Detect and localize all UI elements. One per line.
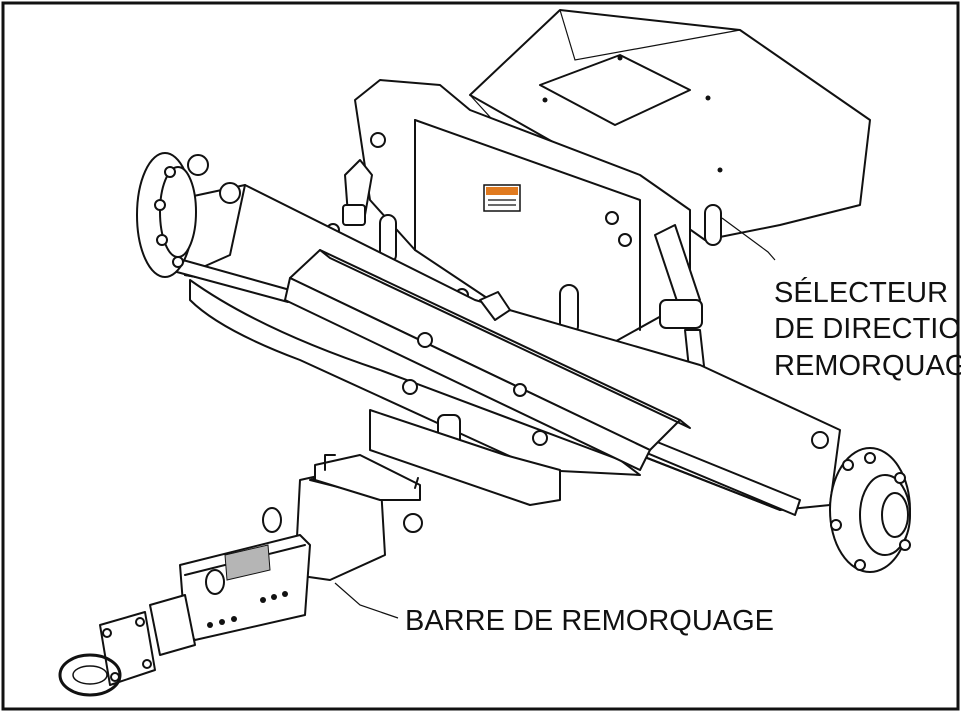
tow-bar — [58, 409, 561, 697]
chassis-plate — [469, 9, 871, 241]
selector-label-line3: REMORQUAGE — [774, 350, 961, 382]
warning-decal-header — [486, 187, 518, 195]
tow-ring — [58, 653, 122, 697]
right-wheel-hub — [811, 431, 911, 573]
towbar-decal — [224, 544, 271, 581]
towbar-label: BARRE DE REMORQUAGE — [405, 605, 774, 637]
selector-label-line2: DE DIRECTION/ — [774, 313, 961, 345]
selector-leader-line — [721, 217, 776, 261]
selector-housing — [326, 79, 722, 393]
selector-label-line1: SÉLECTEUR — [774, 276, 948, 309]
tow-bar-bridge — [284, 249, 691, 471]
towbar-leader-line — [334, 582, 399, 619]
left-wheel-hub — [136, 152, 241, 278]
